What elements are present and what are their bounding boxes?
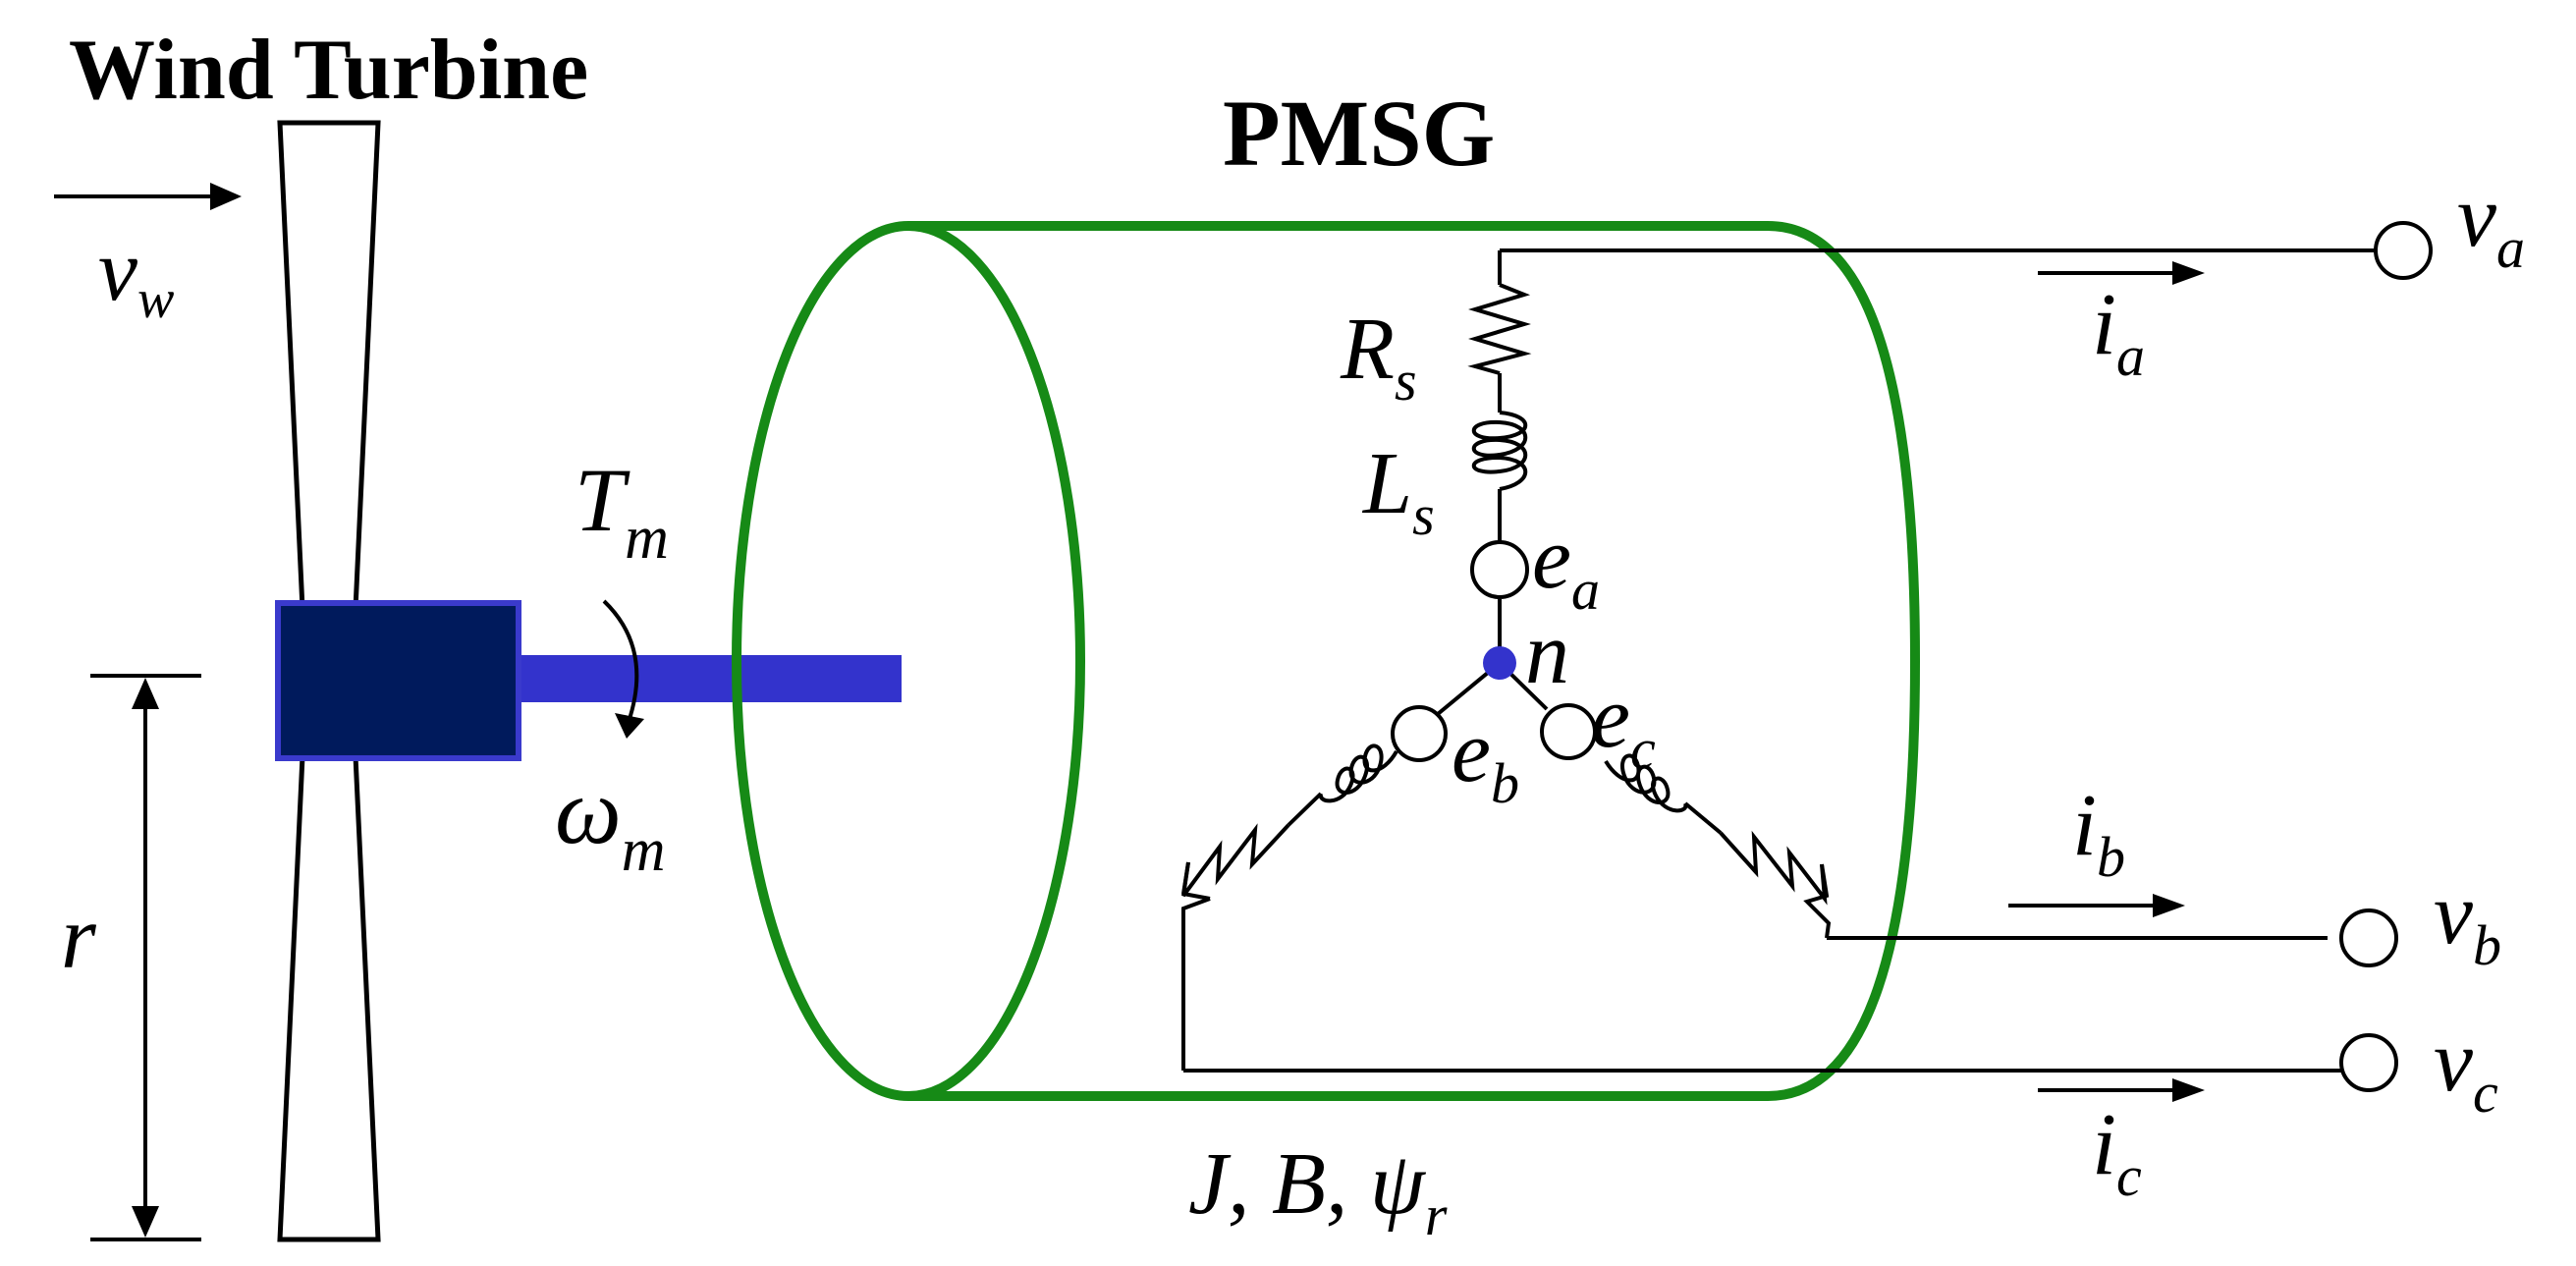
current-arrow-a — [2038, 261, 2205, 285]
omega-label: ωm — [555, 758, 666, 884]
wind-speed-label: vw — [98, 222, 174, 330]
wind-arrow — [54, 183, 242, 210]
turbine-blade-bottom — [277, 753, 381, 1242]
emf-c-label: ec — [1591, 669, 1656, 781]
generator-cylinder — [732, 221, 1921, 1101]
voltage-a-label: va — [2457, 168, 2525, 280]
output-terminal-c — [2339, 1033, 2398, 1092]
output-terminal-b — [2339, 908, 2398, 967]
emf-a-label: ea — [1532, 510, 1600, 622]
voltage-b-label: vb — [2434, 865, 2501, 977]
turbine-blade-top — [277, 120, 381, 612]
current-c-label: ic — [2092, 1096, 2142, 1208]
radius-dimension — [90, 674, 201, 1241]
wind-turbine-title: Wind Turbine — [69, 23, 588, 118]
neutral-label: n — [1525, 605, 1569, 702]
current-b-label: ib — [2072, 777, 2125, 889]
radius-label: r — [61, 887, 97, 987]
shaft — [516, 655, 902, 702]
emf-terminal-b — [1391, 705, 1448, 762]
current-arrow-b — [2008, 894, 2185, 917]
output-terminal-a — [2374, 221, 2433, 280]
rotation-arrow — [602, 599, 644, 739]
inductance-label: Ls — [1361, 435, 1435, 547]
mechanical-params-label: J, B, ψr — [1188, 1135, 1448, 1247]
current-a-label: ia — [2092, 276, 2145, 388]
neutral-point — [1483, 646, 1516, 680]
voltage-c-label: vc — [2434, 1013, 2498, 1125]
pmsg-title: PMSG — [1223, 81, 1495, 186]
torque-label: Tm — [575, 450, 669, 572]
current-arrow-c — [2038, 1078, 2205, 1102]
emf-terminal-a — [1470, 540, 1529, 599]
hub — [275, 600, 521, 761]
emf-b-label: eb — [1452, 703, 1519, 815]
winding-phase-b — [1181, 661, 2347, 1073]
emf-terminal-c — [1540, 703, 1597, 760]
winding-phase-a — [1467, 248, 2377, 663]
resistance-label: Rs — [1340, 301, 1417, 413]
